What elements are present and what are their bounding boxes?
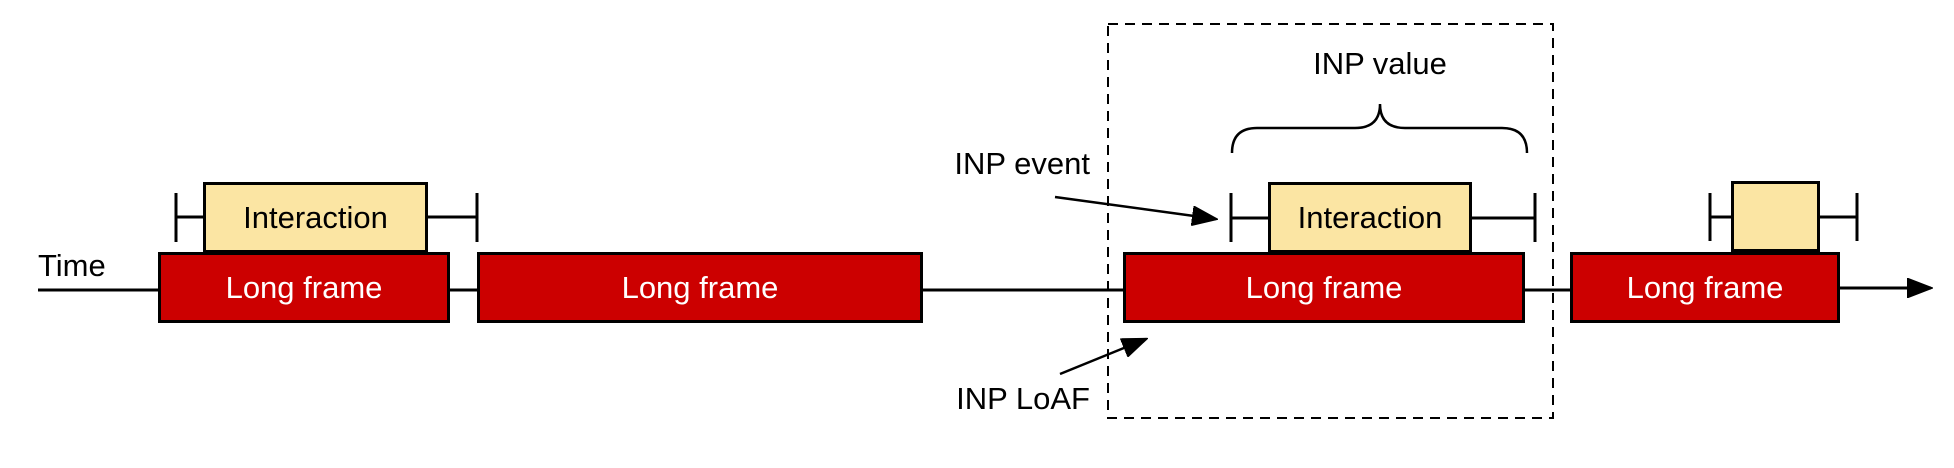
inp-loaf-arrow: [1059, 339, 1146, 376]
inp-value-brace: [1230, 103, 1529, 154]
inp-event-label: INP event: [954, 146, 1090, 181]
inp-value-label: INP value: [1313, 46, 1447, 81]
long-frame-box-4: Long frame: [1570, 252, 1840, 323]
inp-loaf-label: INP LoAF: [956, 381, 1090, 416]
interaction-label: Interaction: [1297, 199, 1443, 235]
long-frame-box-2: Long frame: [477, 252, 923, 323]
interaction-label: Interaction: [243, 199, 388, 235]
interaction-box-3: [1731, 181, 1820, 252]
long-frame-box-1: Long frame: [158, 252, 450, 323]
long-frame-label: Long frame: [621, 269, 779, 305]
inp-loaf-dashed-box: [1107, 23, 1554, 419]
interaction-box-1: Interaction: [203, 182, 428, 253]
time-axis-label: Time: [38, 248, 106, 283]
inp-event-arrow: [1054, 195, 1216, 219]
interaction-box-2-inp-event: Interaction: [1268, 182, 1472, 253]
long-frame-label: Long frame: [1626, 269, 1784, 305]
long-frame-box-3-inp-loaf: Long frame: [1123, 252, 1525, 323]
long-frame-label: Long frame: [1245, 269, 1403, 305]
long-frame-label: Long frame: [225, 269, 383, 305]
